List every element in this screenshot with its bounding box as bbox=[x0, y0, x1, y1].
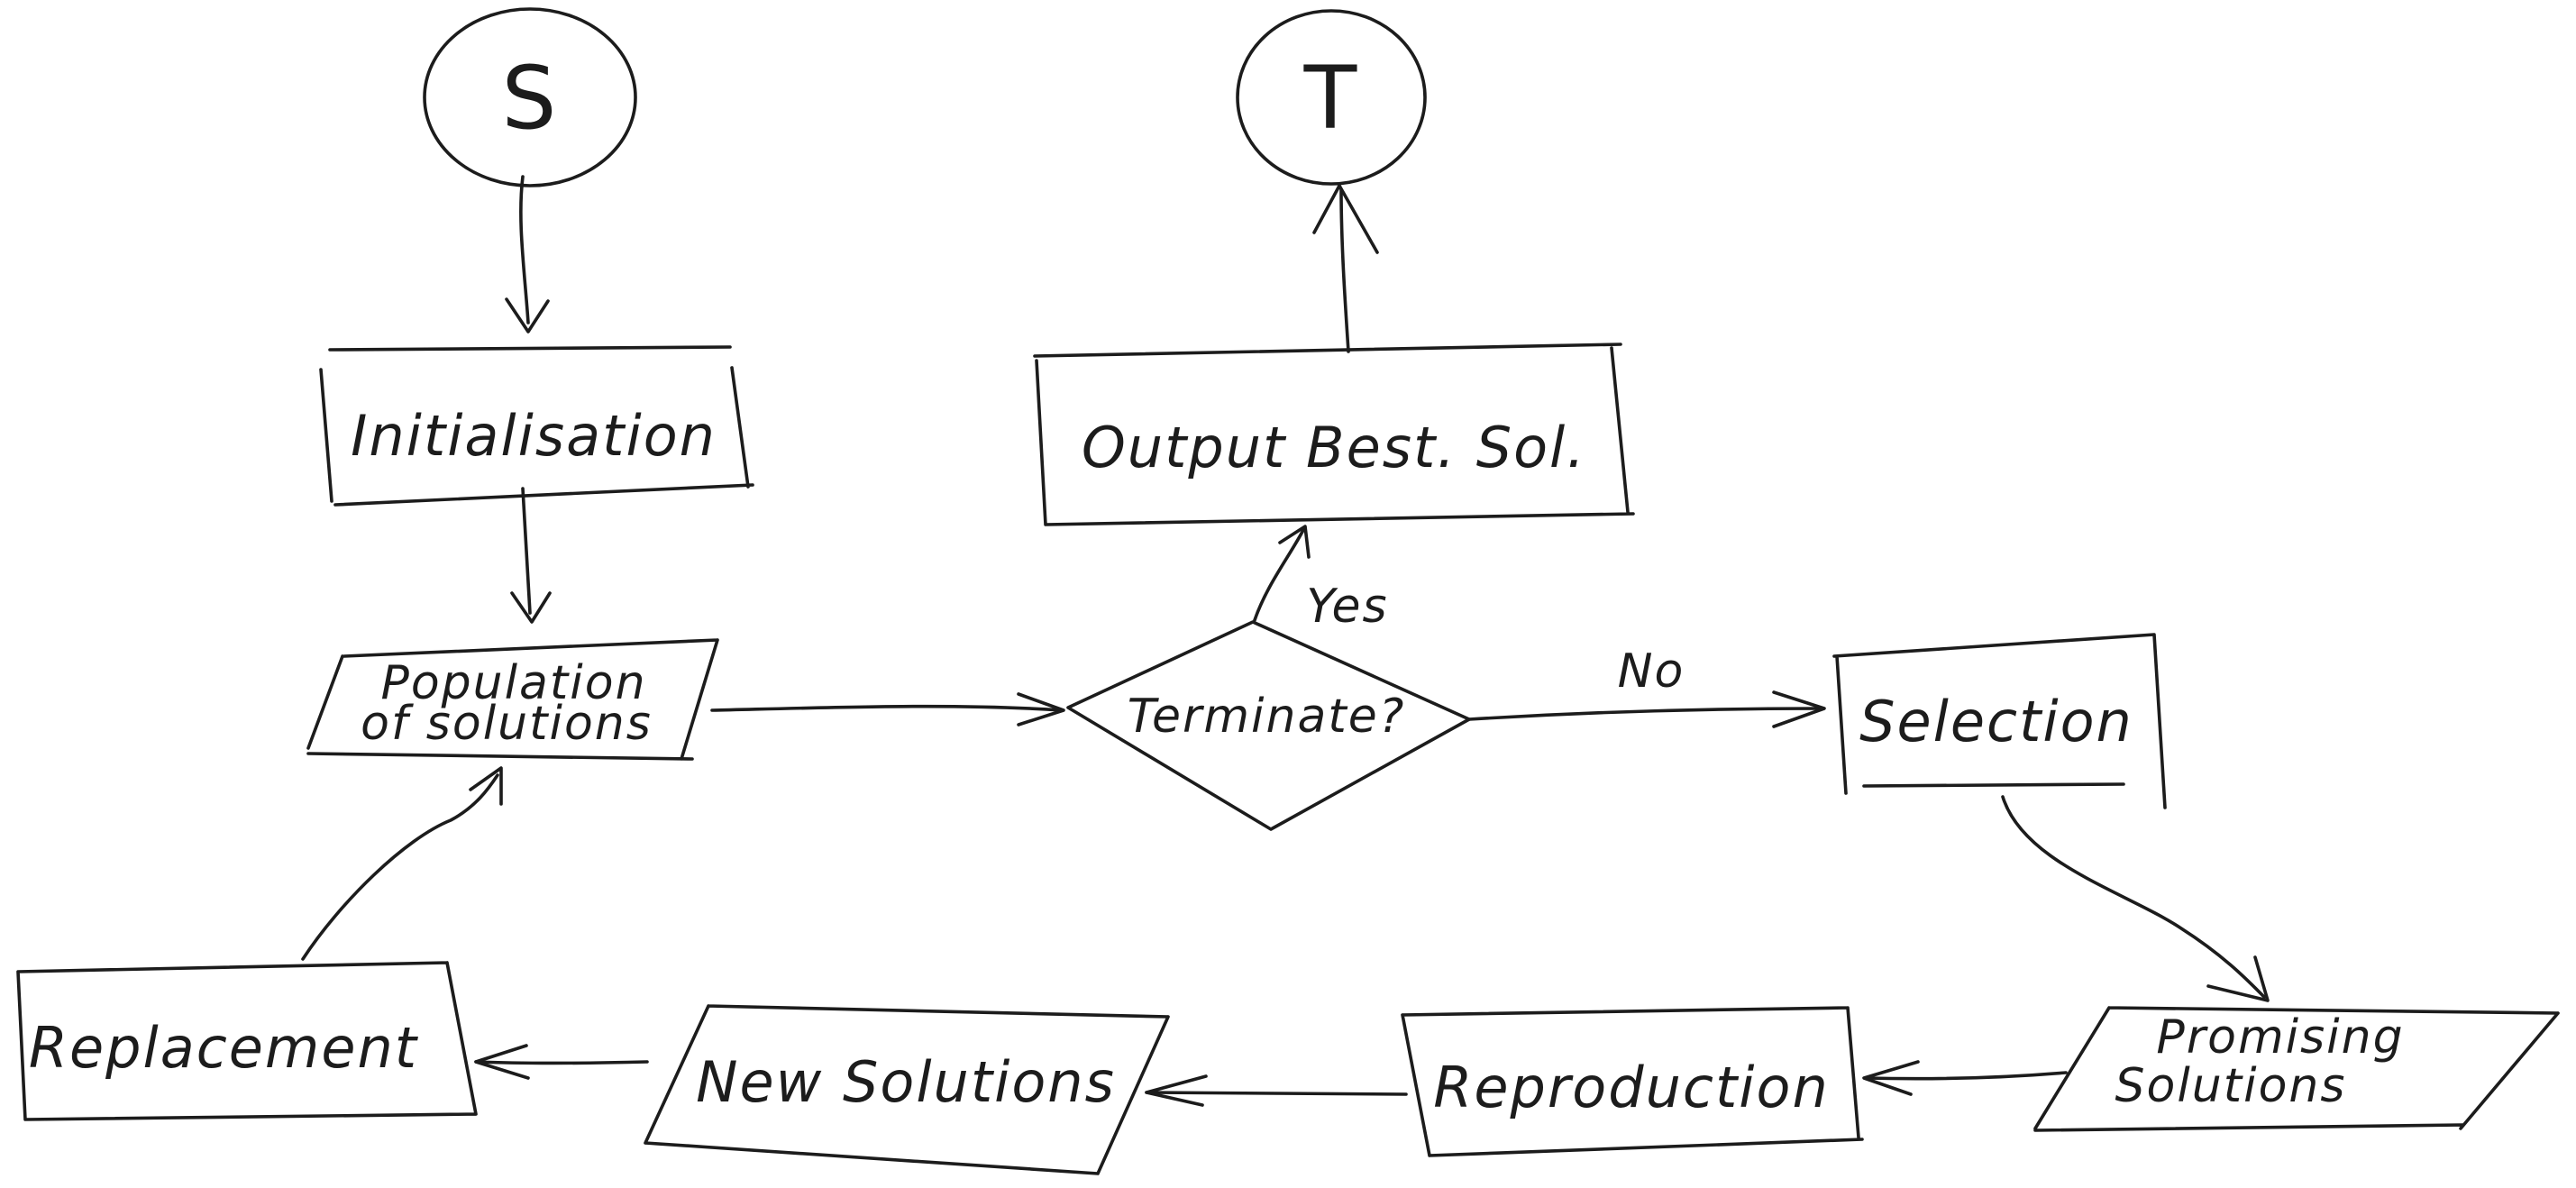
end-node: T bbox=[1236, 9, 1427, 186]
initialisation-box: Initialisation bbox=[319, 345, 754, 507]
terminate-decision: Terminate? bbox=[1066, 620, 1471, 831]
edge-reproduction-to-new-solutions bbox=[1145, 1074, 1408, 1107]
edge-initialisation-to-population bbox=[510, 487, 552, 624]
selection-label: Selection bbox=[1859, 689, 2133, 754]
edge-population-to-terminate bbox=[710, 692, 1065, 727]
initialisation-label: Initialisation bbox=[351, 403, 717, 469]
new-solutions-label: New Solutions bbox=[696, 1049, 1116, 1115]
terminate-label: Terminate? bbox=[1128, 690, 1406, 744]
promising-label-line2: Solutions bbox=[2115, 1059, 2347, 1113]
edge-new-solutions-to-replacement bbox=[474, 1044, 649, 1080]
reproduction-box: Reproduction bbox=[1401, 1006, 1864, 1157]
output-label: Output Best. Sol. bbox=[1082, 415, 1586, 480]
reproduction-label: Reproduction bbox=[1433, 1055, 1830, 1120]
end-label: T bbox=[1303, 48, 1359, 149]
output-box: Output Best. Sol. bbox=[1033, 343, 1635, 526]
replacement-box: Replacement bbox=[16, 961, 478, 1121]
replacement-label: Replacement bbox=[29, 1015, 419, 1081]
edge-terminate-to-selection bbox=[1467, 690, 1826, 728]
start-node: S bbox=[423, 7, 637, 187]
edge-output-to-end bbox=[1312, 184, 1379, 353]
new-solutions-box: New Solutions bbox=[644, 1004, 1170, 1175]
no-label: No bbox=[1618, 644, 1685, 699]
edge-selection-to-promising bbox=[2001, 795, 2270, 1002]
edge-terminate-to-output bbox=[1253, 525, 1311, 622]
yes-label: Yes bbox=[1306, 580, 1388, 634]
edge-start-to-initialisation bbox=[505, 175, 550, 334]
edge-promising-to-reproduction bbox=[1862, 1060, 2068, 1096]
selection-box: Selection bbox=[1832, 633, 2167, 809]
population-label-line1: Population bbox=[380, 656, 646, 710]
start-label: S bbox=[502, 48, 559, 149]
promising-label-line1: Promising bbox=[2156, 1010, 2404, 1065]
population-box: Population of solutions bbox=[306, 638, 719, 761]
promising-box: Promising Solutions bbox=[2033, 1006, 2560, 1132]
population-label-line2: of solutions bbox=[361, 697, 653, 751]
edge-replacement-to-population bbox=[301, 766, 503, 961]
